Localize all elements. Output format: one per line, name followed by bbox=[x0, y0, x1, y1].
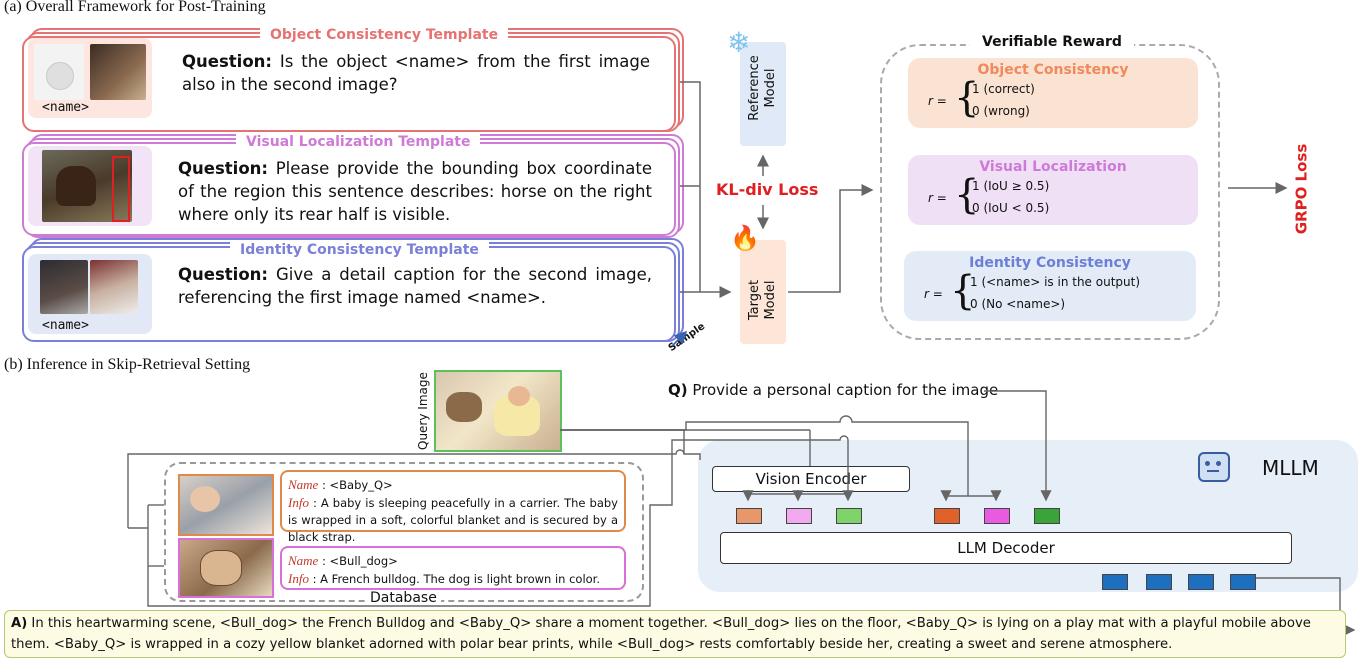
reward-case-0: 0 (No <name>) bbox=[970, 297, 1066, 311]
template-title: Object Consistency Template bbox=[260, 27, 509, 43]
query-image bbox=[434, 370, 562, 452]
database-label: Database bbox=[366, 590, 441, 606]
reward-title: Visual Localization bbox=[979, 159, 1127, 175]
output-token bbox=[1230, 574, 1256, 590]
group-photo bbox=[90, 260, 138, 314]
reward-r: r = bbox=[928, 191, 947, 205]
kl-div-loss-label: KL-div Loss bbox=[716, 180, 819, 199]
verifiable-reward-title: Verifiable Reward bbox=[970, 34, 1134, 50]
image-token bbox=[786, 508, 812, 524]
brace: { bbox=[954, 172, 980, 218]
template-title: Identity Consistency Template bbox=[230, 242, 489, 258]
database-entry-baby: Name : <Baby_Q> Info : A baby is sleepin… bbox=[280, 470, 626, 544]
reward-case-0: 0 (IoU < 0.5) bbox=[972, 201, 1050, 215]
section-b-title: (b) Inference in Skip-Retrieval Setting bbox=[4, 356, 251, 373]
scene-photo bbox=[90, 44, 146, 100]
database-entry-bulldog: Name : <Bull_dog> Info : A French bulldo… bbox=[280, 546, 626, 590]
brace: { bbox=[954, 75, 980, 121]
robot-icon bbox=[1198, 452, 1230, 482]
name-tag: <name> bbox=[42, 100, 89, 115]
baby-photo bbox=[178, 474, 274, 536]
output-token bbox=[1102, 574, 1128, 590]
visual-localization-reward: Visual Localization r = { 1 (IoU ≥ 0.5) … bbox=[908, 155, 1198, 225]
question-text: Question: Give a detail caption for the … bbox=[178, 265, 652, 307]
identity-consistency-reward: Identity Consistency r = { 1 (<name> is … bbox=[904, 251, 1196, 321]
target-model-box: Target Model bbox=[740, 240, 786, 344]
reward-title: Identity Consistency bbox=[969, 255, 1131, 271]
reference-model-box: Reference Model bbox=[740, 42, 786, 146]
question-text: Question: Is the object <name> from the … bbox=[182, 52, 650, 94]
image-pair: <name> bbox=[28, 38, 152, 118]
query-token bbox=[984, 508, 1010, 524]
reward-case-1: 1 (correct) bbox=[972, 82, 1035, 96]
vision-encoder: Vision Encoder bbox=[712, 466, 910, 492]
reward-r: r = bbox=[924, 287, 943, 301]
image-token bbox=[836, 508, 862, 524]
snowflake-icon: ❄ bbox=[727, 26, 751, 59]
image-box bbox=[28, 146, 152, 226]
reward-title: Object Consistency bbox=[977, 62, 1129, 78]
object-photo bbox=[34, 44, 84, 100]
person-photo bbox=[40, 260, 88, 314]
flame-icon: 🔥 bbox=[730, 224, 760, 252]
reward-case-0: 0 (wrong) bbox=[972, 104, 1030, 118]
object-consistency-reward: Object Consistency r = { 1 (correct) 0 (… bbox=[908, 58, 1198, 128]
horse-photo bbox=[42, 150, 132, 222]
brace: { bbox=[950, 268, 976, 314]
reward-case-1: 1 (<name> is in the output) bbox=[970, 275, 1141, 289]
template-title: Visual Localization Template bbox=[236, 134, 481, 150]
name-tag: <name> bbox=[42, 318, 89, 333]
image-pair: <name> bbox=[28, 254, 152, 334]
output-token bbox=[1188, 574, 1214, 590]
section-a-title: (a) Overall Framework for Post-Training bbox=[4, 0, 266, 15]
question-text: Question: Please provide the bounding bo… bbox=[178, 159, 652, 224]
bulldog-photo bbox=[178, 538, 274, 598]
reward-case-1: 1 (IoU ≥ 0.5) bbox=[972, 179, 1050, 193]
image-token bbox=[736, 508, 762, 524]
question-b: Q) Provide a personal caption for the im… bbox=[668, 381, 999, 399]
query-token bbox=[1034, 508, 1060, 524]
answer-box: A) In this heartwarming scene, <Bull_dog… bbox=[4, 610, 1346, 658]
llm-decoder: LLM Decoder bbox=[720, 532, 1292, 564]
query-token bbox=[934, 508, 960, 524]
output-token bbox=[1146, 574, 1172, 590]
mllm-label: MLLM bbox=[1262, 456, 1319, 480]
reward-r: r = bbox=[928, 94, 947, 108]
